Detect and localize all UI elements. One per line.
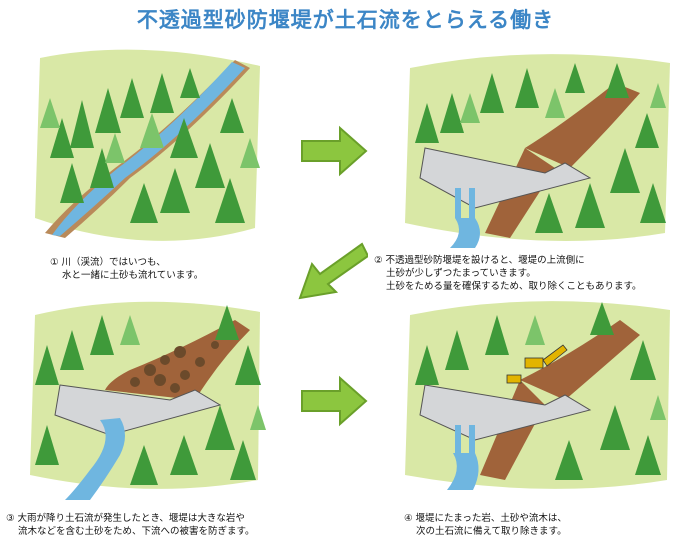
step-2-caption: ② 不透過型砂防堰堤を設けると、堰堤の上流側に 土砂が少しずつたまっていきます。…: [374, 254, 642, 293]
panel-3-debris-flow-illustration: [30, 301, 266, 500]
panel-4-sediment-removal-illustration: [405, 301, 670, 490]
step-2-line-3: 土砂をためる量を確保するため、取り除くこともあります。: [386, 281, 642, 292]
step-4-caption: ④ 堰堤にたまった岩、土砂や流木は、 次の土石流に備えて取り除きます。: [404, 512, 567, 538]
step-2-line-1: ② 不透過型砂防堰堤を設けると、堰堤の上流側に: [374, 255, 585, 266]
panel-2-dam-construction-illustration: [405, 54, 670, 248]
step-1-caption: ① 川（渓流）ではいつも、 水と一緒に土砂も流れています。: [50, 256, 203, 282]
step-3-line-1: ③ 大雨が降り土石流が発生したとき、堰堤は大きな岩や: [6, 513, 245, 524]
step-4-line-1: ④ 堰堤にたまった岩、土砂や流木は、: [404, 513, 567, 524]
step-3-line-2: 流木などを含む土砂をため、下流への被害を防ぎます。: [18, 526, 255, 537]
panel-1-stream-illustration: [35, 49, 260, 241]
arrow-right-icon: [301, 375, 368, 427]
step-1-line-1: ① 川（渓流）ではいつも、: [50, 257, 166, 268]
step-3-caption: ③ 大雨が降り土石流が発生したとき、堰堤は大きな岩や 流木などを含む土砂をため、…: [6, 512, 255, 538]
step-2-line-2: 土砂が少しずつたまっていきます。: [386, 268, 536, 279]
arrow-down-left-icon: [298, 242, 368, 300]
step-1-line-2: 水と一緒に土砂も流れています。: [62, 270, 204, 281]
step-4-line-2: 次の土石流に備えて取り除きます。: [416, 526, 567, 537]
arrow-right-icon: [301, 125, 368, 177]
diagram-title: 不透過型砂防堰堤が土石流をとらえる働き: [136, 8, 555, 32]
